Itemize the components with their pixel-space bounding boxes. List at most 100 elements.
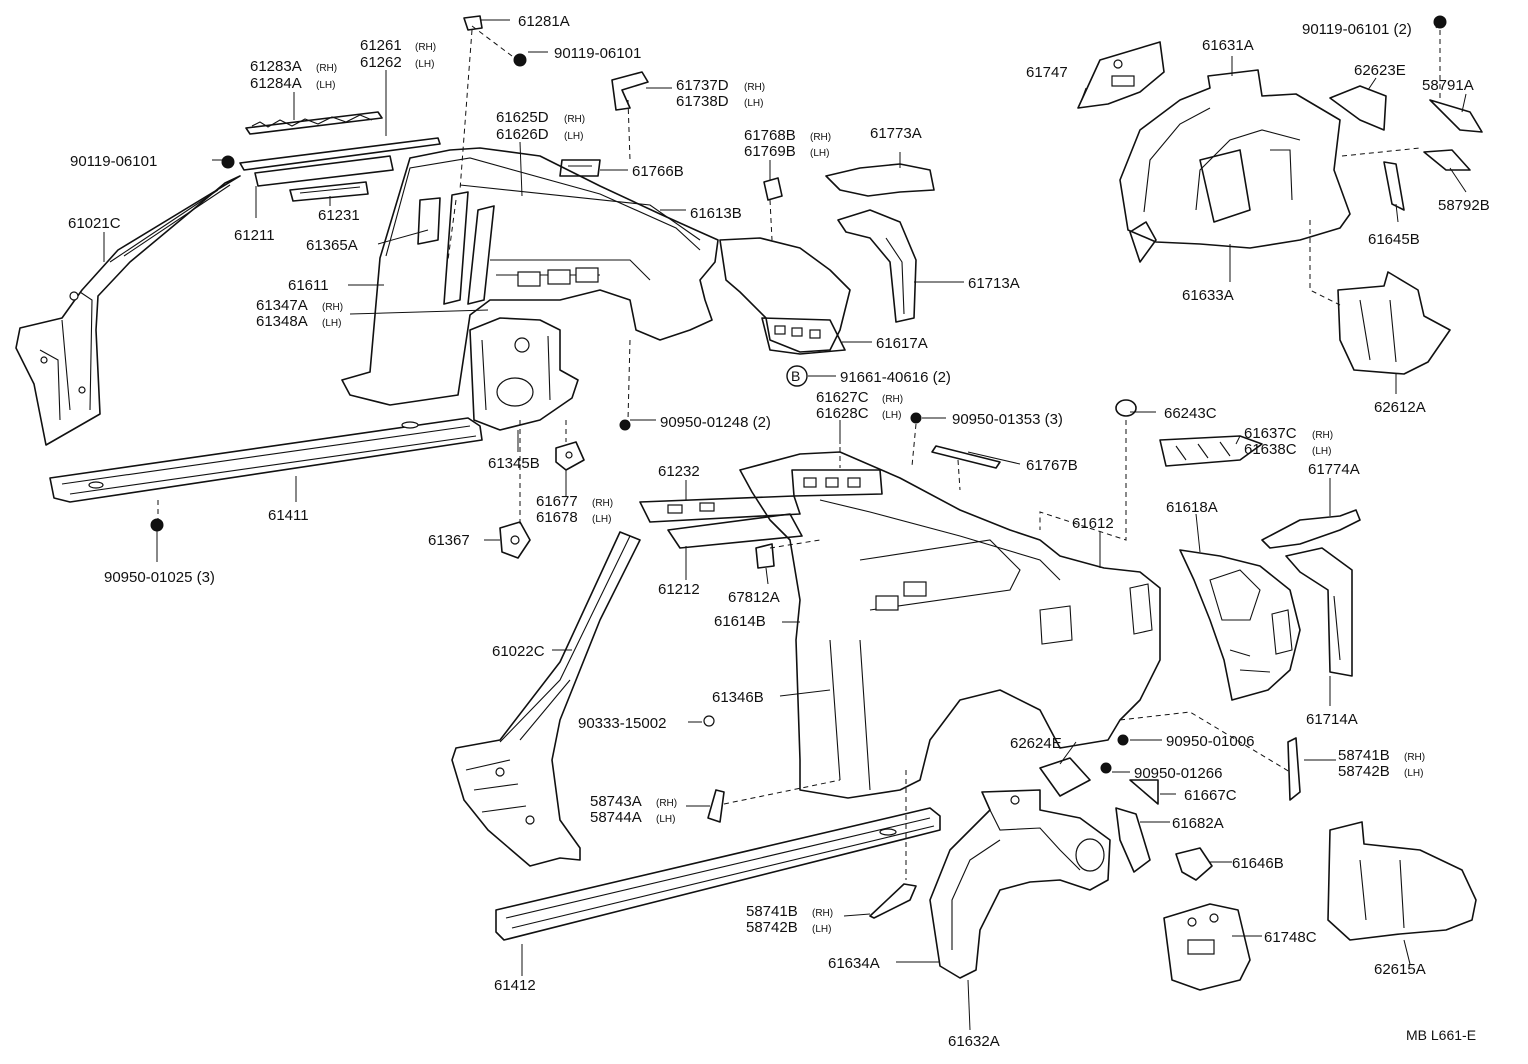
label-58741b-a-side: (RH) [1404,752,1425,763]
label-61261-side: (RH) [415,42,436,53]
label-61347a: 61347A [256,297,308,314]
rocker-panel-61412 [495,789,941,941]
front-pillar-61021c [15,175,241,446]
label-61284a: 61284A [250,75,302,92]
panel-62612a [1337,271,1451,375]
label-58741b-b: 58741B [746,903,798,920]
label-61628c-side: (LH) [882,410,901,421]
label-90119-06101-a: 90119-06101 [554,45,641,62]
label-61211: 61211 [234,227,275,244]
label-61677: 61677 [536,493,578,510]
callout-circle [786,365,808,387]
label-90119-06101-b: 90119-06101 [70,153,157,170]
label-61633a: 61633A [1182,287,1234,304]
label-62623e: 62623E [1354,62,1406,79]
label-58742b-b: 58742B [746,919,798,936]
label-61021c: 61021C [68,215,121,232]
roof-side-rail [221,111,441,202]
label-90950-01025: 90950-01025 (3) [104,569,215,586]
label-58744a: 58744A [590,809,642,826]
label-61638c: 61638C [1244,441,1297,458]
fastener-marks [463,15,1301,801]
label-61682a: 61682A [1172,815,1224,832]
label-61638c-side: (LH) [1312,446,1331,457]
label-61628c: 61628C [816,405,869,422]
label-61737d: 61737D [676,77,729,94]
label-61365a: 61365A [306,237,358,254]
callout-letter: B [791,368,800,384]
upper-bracket-group [719,41,1165,355]
rocker-panel-61411 [49,417,483,532]
label-61261: 61261 [360,37,402,54]
label-61769b-side: (LH) [810,148,829,159]
wheelhouse-61633a [1119,15,1483,263]
label-61637c: 61637C [1244,425,1297,442]
label-61768b-side: (RH) [810,132,831,143]
label-61773a: 61773A [870,125,922,142]
label-61774a: 61774A [1308,461,1360,478]
label-58742b-a: 58742B [1338,763,1390,780]
label-61678: 61678 [536,509,578,526]
label-61262-side: (LH) [415,59,434,70]
label-61367: 61367 [428,532,470,549]
label-61411: 61411 [268,507,309,524]
label-62612a: 62612A [1374,399,1426,416]
label-58742b-b-side: (LH) [812,924,831,935]
label-61348a: 61348A [256,313,308,330]
label-90950-01266: 90950-01266 [1134,765,1222,782]
label-61667c: 61667C [1184,787,1237,804]
label-58743a-side: (RH) [656,798,677,809]
diagram-code: MB L661-E [1406,1027,1476,1043]
center-pillar-61345b [469,317,585,559]
label-61713a: 61713A [968,275,1020,292]
label-61627c-side: (RH) [882,394,903,405]
label-58744a-side: (LH) [656,814,675,825]
label-61625d: 61625D [496,109,549,126]
label-61769b: 61769B [744,143,796,160]
guide-lines [157,25,1441,880]
label-58741b-b-side: (RH) [812,908,833,919]
label-61346b: 61346B [712,689,764,706]
label-61348a-side: (LH) [322,318,341,329]
label-61738d-side: (LH) [744,98,763,109]
label-90950-01006: 90950-01006 [1166,733,1254,750]
label-90950-01353: 90950-01353 (3) [952,411,1063,428]
label-61766b: 61766B [632,163,684,180]
label-61284a-side: (LH) [316,80,335,91]
label-61612: 61612 [1072,515,1114,532]
label-61637c-side: (RH) [1312,430,1333,441]
label-61747: 61747 [1026,64,1068,81]
label-61283a-side: (RH) [316,63,337,74]
label-61634a: 61634A [828,955,880,972]
label-61631a: 61631A [1202,37,1254,54]
label-61748c: 61748C [1264,929,1317,946]
label-61737d-side: (RH) [744,82,765,93]
label-61617a: 61617A [876,335,928,352]
label-61412: 61412 [494,977,536,994]
label-61738d: 61738D [676,93,729,110]
label-58742b-a-side: (LH) [1404,768,1423,779]
label-90950-01248: 90950-01248 (2) [660,414,771,431]
label-61767b: 61767B [1026,457,1078,474]
label-61283a: 61283A [250,58,302,75]
label-58791a: 58791A [1422,77,1474,94]
label-61611: 61611 [288,277,329,294]
label-61627c: 61627C [816,389,869,406]
label-61632a: 61632A [948,1033,1000,1050]
label-61645b: 61645B [1368,231,1420,248]
right-bracket-group [1115,399,1361,701]
label-58792b: 58792B [1438,197,1490,214]
label-62615a: 62615A [1374,961,1426,978]
part-labels: 61281A 90119-06101 61261 (RH) 61262 (LH)… [68,13,1490,1050]
label-61626d-side: (LH) [564,131,583,142]
label-61646b: 61646B [1232,855,1284,872]
label-61345b: 61345B [488,455,540,472]
label-91661-40616: 91661-40616 (2) [840,369,951,386]
quarter-panel-61612 [451,445,1161,867]
label-61613b: 61613B [690,205,742,222]
label-61262: 61262 [360,54,402,71]
label-67812a: 67812A [728,589,780,606]
label-90119-06101-c: 90119-06101 (2) [1302,21,1412,38]
